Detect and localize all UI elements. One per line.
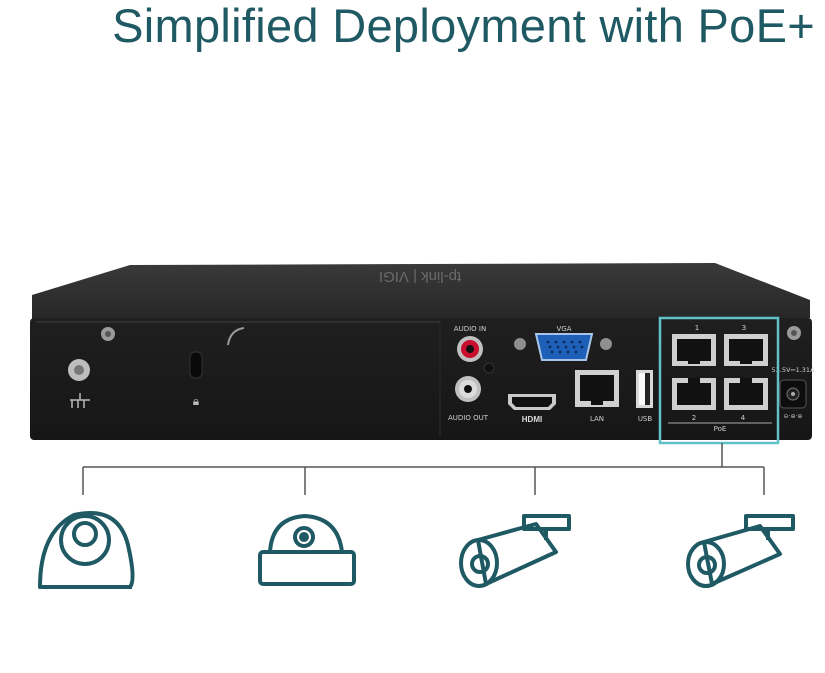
poe-port-3-label: 3 bbox=[742, 324, 746, 332]
poe-port-1-label: 1 bbox=[695, 324, 699, 332]
usb-label: USB bbox=[638, 415, 653, 423]
hdmi-label: HDMI bbox=[522, 415, 542, 424]
vga-label: VGA bbox=[556, 325, 571, 333]
nvr-device: tp-link | VIGI 🔒︎ AUDIO bbox=[30, 263, 815, 440]
poe-port-4-label: 4 bbox=[741, 414, 746, 422]
poe-port-2 bbox=[672, 378, 716, 410]
poe-label: PoE bbox=[714, 425, 727, 433]
bullet-camera-icon bbox=[459, 514, 571, 588]
poe-highlight-box bbox=[658, 316, 780, 445]
screw-icon bbox=[600, 338, 612, 350]
poe-port-group: 1 3 2 4 bbox=[668, 324, 772, 433]
svg-text:🔒︎: 🔒︎ bbox=[193, 394, 199, 408]
security-lock-slot-icon: 🔒︎ bbox=[189, 351, 203, 408]
device-top-surface bbox=[32, 263, 810, 320]
turret-camera-icon bbox=[38, 511, 135, 589]
device-front-panel bbox=[30, 318, 812, 440]
lan-port bbox=[575, 370, 619, 407]
poe-port-3 bbox=[724, 334, 768, 366]
power-jack: ⊖·⊕·⊕ bbox=[779, 379, 807, 420]
dome-camera-icon bbox=[258, 514, 356, 586]
vga-port bbox=[534, 333, 594, 361]
power-rating-label: 53.5V⎓1.31A bbox=[771, 366, 815, 374]
usb-port bbox=[636, 370, 653, 408]
screw-icon bbox=[514, 338, 526, 350]
screw-icon bbox=[101, 327, 115, 341]
screw-icon bbox=[787, 326, 801, 340]
lan-label: LAN bbox=[590, 415, 604, 423]
audio-out-port bbox=[455, 376, 481, 402]
brand-mark: tp-link | VIGI bbox=[379, 268, 461, 285]
hdmi-port bbox=[508, 394, 556, 410]
ground-terminal-icon bbox=[68, 359, 90, 408]
audio-in-label: AUDIO IN bbox=[454, 325, 486, 333]
audio-out-label: AUDIO OUT bbox=[448, 414, 489, 422]
poe-port-2-label: 2 bbox=[692, 414, 696, 422]
audio-in-port bbox=[457, 336, 483, 362]
connection-lines bbox=[82, 443, 765, 495]
poe-port-4 bbox=[724, 378, 768, 410]
svg-text:⊖·⊕·⊕: ⊖·⊕·⊕ bbox=[784, 413, 803, 420]
poe-port-1 bbox=[672, 334, 716, 366]
headline: Simplified Deployment with PoE+ bbox=[112, 0, 815, 52]
bullet-camera-icon bbox=[686, 514, 795, 588]
